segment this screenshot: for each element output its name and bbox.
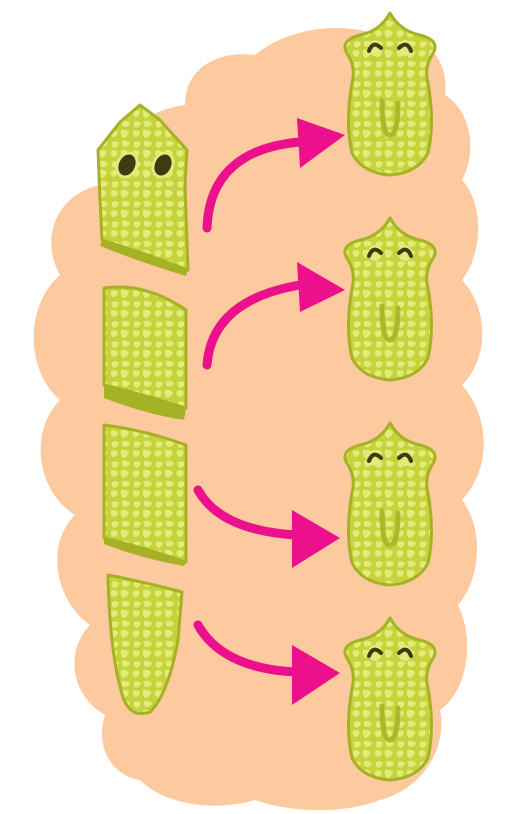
worm-body xyxy=(345,218,435,380)
worm-body xyxy=(345,618,435,780)
regenerated-worm-2 xyxy=(345,218,435,380)
fragment-body xyxy=(104,425,186,562)
regenerated-worm-4 xyxy=(345,618,435,780)
trunk-fragment-2 xyxy=(104,425,186,566)
worm-body xyxy=(345,13,435,175)
worm-body xyxy=(345,423,435,585)
trunk-fragment-1 xyxy=(104,287,186,420)
regenerated-worm-1 xyxy=(345,13,435,175)
regenerated-worm-3 xyxy=(345,423,435,585)
